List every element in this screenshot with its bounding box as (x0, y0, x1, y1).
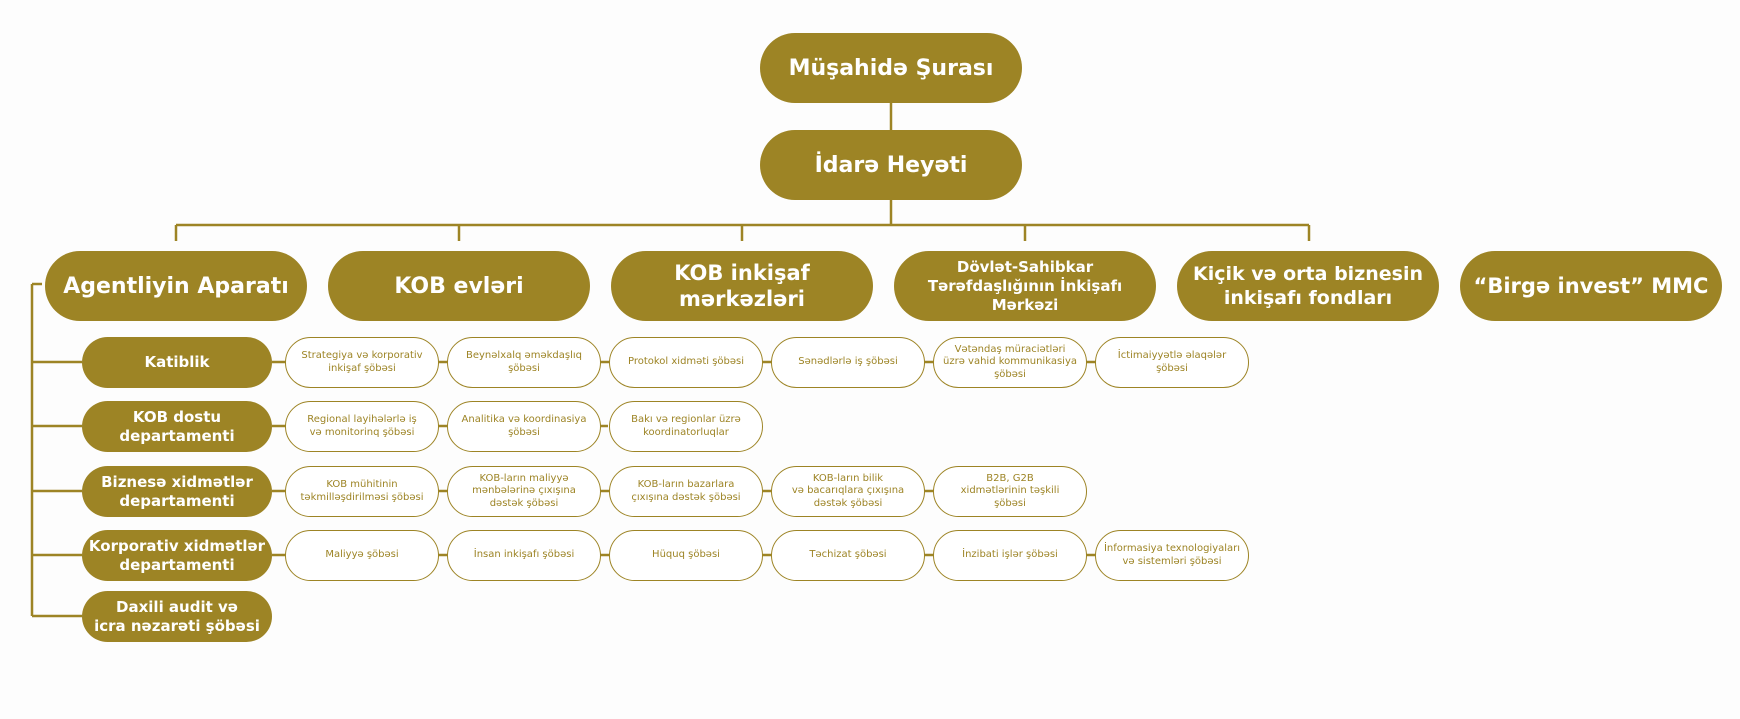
section-box: Strategiya və korporativ inkişaf şöbəsi (285, 337, 439, 388)
section-box: KOB-ların maliyyə mənbələrinə çıxışına d… (447, 466, 601, 517)
section-box: KOB mühitinin təkmilləşdirilməsi şöbəsi (285, 466, 439, 517)
section-box: İctimaiyyətlə əlaqələr şöbəsi (1095, 337, 1249, 388)
department-corporate-services: Korporativ xidmətlər departamenti (82, 530, 272, 581)
section-box: Sənədlərlə iş şöbəsi (771, 337, 925, 388)
unit-kob-houses: KOB evləri (328, 251, 590, 321)
section-box: İnzibati işlər şöbəsi (933, 530, 1087, 581)
section-box: KOB-ların bilik və bacarıqlara çıxışına … (771, 466, 925, 517)
unit-birge-invest: “Birgə invest” MMC (1460, 251, 1722, 321)
section-box: Maliyyə şöbəsi (285, 530, 439, 581)
section-box: B2B, G2B xidmətlərinin təşkili şöbəsi (933, 466, 1087, 517)
section-box: Vətəndaş müraciətləri üzrə vahid kommuni… (933, 337, 1087, 388)
unit-agency-apparatus: Agentliyin Aparatı (45, 251, 307, 321)
section-box: Analitika və koordinasiya şöbəsi (447, 401, 601, 452)
section-box: Hüquq şöbəsi (609, 530, 763, 581)
unit-kob-development-centers: KOB inkişaf mərkəzləri (611, 251, 873, 321)
department-kob-friend: KOB dostu departamenti (82, 401, 272, 452)
section-box: Regional layihələrlə iş və monitorinq şö… (285, 401, 439, 452)
board-node: Müşahidə Şurası (760, 33, 1022, 103)
department-secretariat: Katiblik (82, 337, 272, 388)
section-box: İnsan inkişafı şöbəsi (447, 530, 601, 581)
section-box: İnformasiya texnologiyaları və sistemlər… (1095, 530, 1249, 581)
section-box: KOB-ların bazarlara çıxışına dəstək şöbə… (609, 466, 763, 517)
department-business-services: Biznesə xidmətlər departamenti (82, 466, 272, 517)
section-box: Beynəlxalq əməkdaşlıq şöbəsi (447, 337, 601, 388)
department-internal-audit: Daxili audit və icra nəzarəti şöbəsi (82, 591, 272, 642)
unit-public-private-partnership-center: Dövlət-Sahibkar Tərəfdaşlığının İnkişafı… (894, 251, 1156, 321)
unit-sme-funds: Kiçik və orta biznesin inkişafı fondları (1177, 251, 1439, 321)
section-box: Təchizat şöbəsi (771, 530, 925, 581)
management-node: İdarə Heyəti (760, 130, 1022, 200)
section-box: Bakı və regionlar üzrə koordinatorluqlar (609, 401, 763, 452)
section-box: Protokol xidməti şöbəsi (609, 337, 763, 388)
